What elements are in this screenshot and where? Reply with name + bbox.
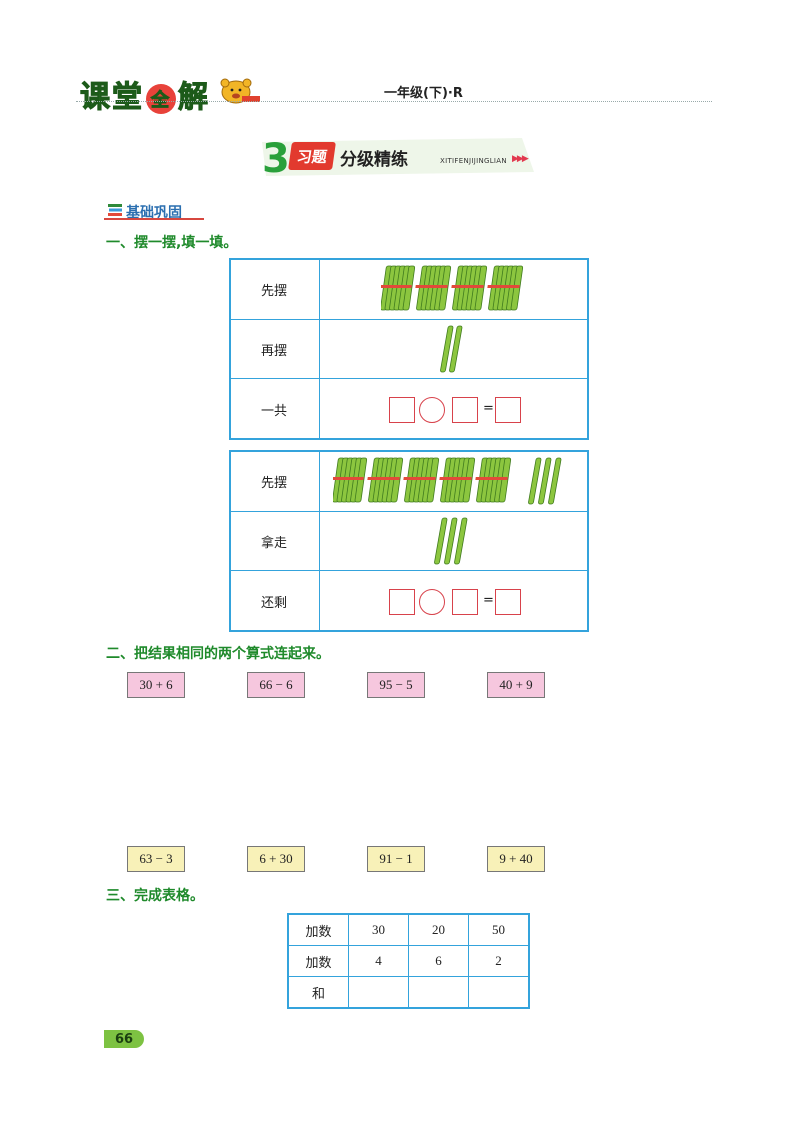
loose-sticks-first (528, 457, 562, 505)
loose-sticks-taken (434, 517, 468, 565)
logo-circle-char: 全 (146, 83, 176, 114)
logo-text-1: 课堂 (80, 80, 144, 116)
stick-bundle-icon (487, 265, 524, 311)
equals-sign: = (483, 593, 494, 608)
stick-icon (434, 517, 448, 565)
row-label: 一共 (261, 404, 288, 419)
stick-bundles-first (381, 265, 524, 311)
arrows-icon: ▶▶▶ (512, 154, 529, 164)
expression-card[interactable]: 30 + 6 (127, 672, 185, 698)
row-header: 加数 (287, 913, 349, 946)
answer-cell[interactable] (468, 976, 530, 1009)
banner-pinyin: XITIFENJIJINGLIAN (440, 157, 507, 165)
table-cell: 2 (468, 945, 530, 977)
table-row-line (231, 570, 587, 571)
loose-sticks-added (440, 325, 463, 373)
row-label: 先摆 (261, 476, 288, 491)
stick-icon (528, 457, 542, 505)
question-3-title: 三、完成表格。 (106, 888, 204, 904)
operator-circle[interactable] (419, 589, 445, 615)
expression-card[interactable]: 9 + 40 (487, 846, 545, 872)
row-header: 和 (287, 976, 349, 1009)
table-cell: 6 (408, 945, 469, 977)
expression-card[interactable]: 40 + 9 (487, 672, 545, 698)
stick-bundle-icon (439, 457, 476, 503)
answer-box[interactable] (389, 397, 415, 423)
expression-card[interactable]: 63 − 3 (127, 846, 185, 872)
header-divider (76, 101, 712, 102)
banner-title: 分级精练 (340, 150, 408, 170)
stick-icon (449, 325, 463, 373)
operator-circle[interactable] (419, 397, 445, 423)
question-2-title: 二、把结果相同的两个算式连起来。 (106, 646, 330, 662)
banner-number: 3 (262, 136, 290, 182)
row-label: 拿走 (261, 536, 288, 551)
table-cell: 4 (348, 945, 409, 977)
answer-box[interactable] (495, 589, 521, 615)
expression-card[interactable]: 66 − 6 (247, 672, 305, 698)
subheading-underline (104, 218, 204, 220)
table-cell: 30 (348, 913, 409, 946)
answer-cell[interactable] (348, 976, 409, 1009)
table-row-line (231, 511, 587, 512)
counting-table-2: 先摆 拿走 还剩 = (229, 450, 589, 632)
stick-icon (538, 457, 552, 505)
answer-box[interactable] (389, 589, 415, 615)
answer-box[interactable] (495, 397, 521, 423)
stack-icon (108, 204, 122, 216)
stick-icon (440, 325, 454, 373)
expression-card[interactable]: 6 + 30 (247, 846, 305, 872)
logo-text-2: 解 (178, 80, 210, 116)
answer-box[interactable] (452, 589, 478, 615)
grade-label: 一年级(下)·R (384, 86, 463, 101)
stick-bundle-icon (381, 265, 416, 311)
stick-bundles-first (333, 457, 512, 503)
section-subheading: 基础巩固 (126, 205, 182, 221)
row-header: 加数 (287, 945, 349, 977)
answer-cell[interactable] (408, 976, 469, 1009)
stick-icon (454, 517, 468, 565)
table-row: 加数 4 6 2 (287, 945, 530, 977)
page-number: 66 (104, 1030, 144, 1048)
table-row: 和 (287, 976, 530, 1009)
expression-card[interactable]: 91 − 1 (367, 846, 425, 872)
stick-bundle-icon (415, 265, 452, 311)
stick-bundle-icon (475, 457, 512, 503)
row-label: 先摆 (261, 284, 288, 299)
question-1-title: 一、摆一摆,填一填。 (106, 235, 238, 251)
table-divider (319, 452, 320, 630)
table-cell: 50 (468, 913, 530, 946)
table-divider (319, 260, 320, 438)
table-row-line (231, 319, 587, 320)
stick-bundle-icon (451, 265, 488, 311)
table-cell: 20 (408, 913, 469, 946)
banner-tag: 习题 (288, 142, 336, 170)
bear-mascot-icon (220, 78, 260, 104)
table-row: 加数 30 20 50 (287, 913, 530, 946)
stick-bundle-icon (403, 457, 440, 503)
book-logo: 课堂全解 (80, 72, 210, 116)
stick-bundle-icon (367, 457, 404, 503)
table-row-line (231, 378, 587, 379)
equals-sign: = (483, 401, 494, 416)
counting-table-1: 先摆 再摆 一共 = (229, 258, 589, 440)
stick-bundle-icon (333, 457, 368, 503)
row-label: 再摆 (261, 344, 288, 359)
stick-icon (548, 457, 562, 505)
addition-table: 加数 30 20 50 加数 4 6 2 和 (287, 913, 530, 1009)
answer-box[interactable] (452, 397, 478, 423)
stick-icon (444, 517, 458, 565)
row-label: 还剩 (261, 596, 288, 611)
expression-card[interactable]: 95 − 5 (367, 672, 425, 698)
